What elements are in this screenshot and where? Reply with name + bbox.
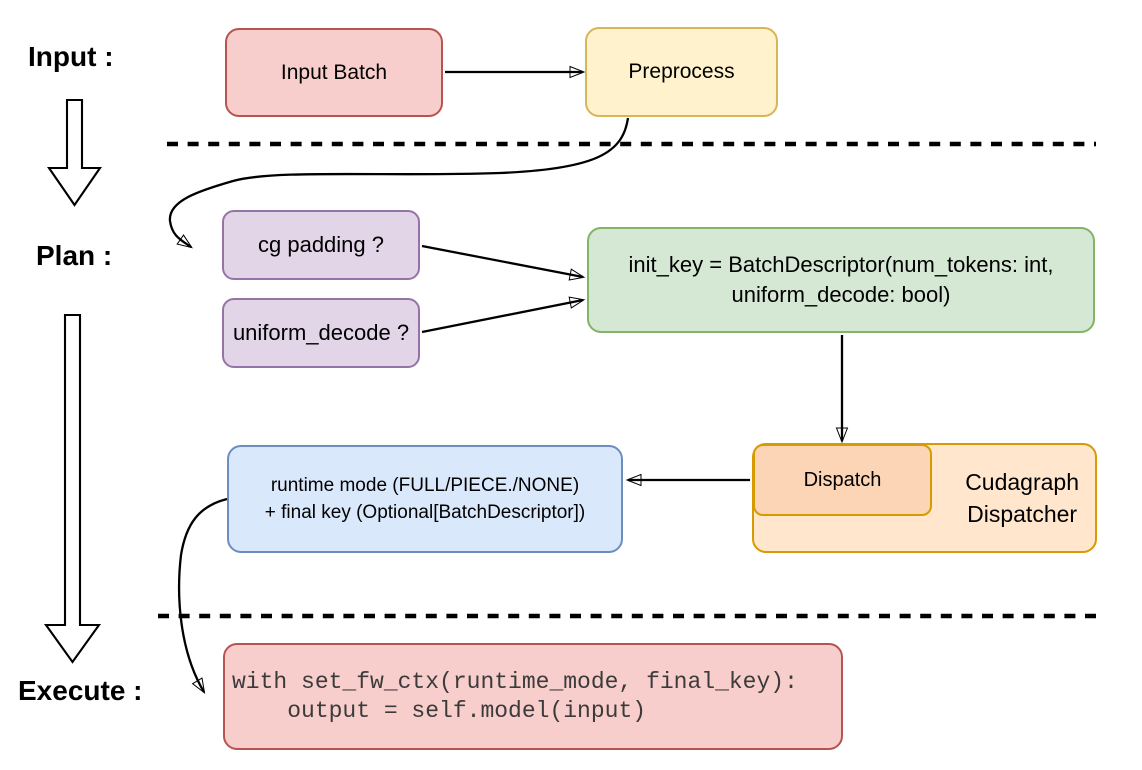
edge-cg-padding-to-init-key: [421, 244, 586, 281]
node-runtime-result: runtime mode (FULL/PIECE./NONE) + final …: [227, 445, 623, 553]
node-uniform-decode: uniform_decode ?: [222, 298, 420, 368]
node-runtime-result-line2: + final key (Optional[BatchDescriptor]): [264, 502, 586, 523]
node-execute-code: with set_fw_ctx(runtime_mode, final_key)…: [223, 643, 843, 750]
node-init-key-line1: init_key = BatchDescriptor(num_tokens: i…: [628, 252, 1054, 277]
stage-label-execute: Execute :: [18, 675, 143, 706]
node-cudagraph-dispatcher-line1: Cudagraph: [965, 469, 1079, 495]
node-uniform-decode-label: uniform_decode ?: [232, 320, 410, 345]
edge-runtime-to-execute-code: [177, 497, 228, 695]
node-init-key: init_key = BatchDescriptor(num_tokens: i…: [587, 227, 1095, 333]
flow-arrow-input-to-plan: [47, 98, 102, 207]
node-preprocess: Preprocess: [585, 27, 778, 117]
node-preprocess-label: Preprocess: [628, 60, 735, 83]
stage-label-input: Input :: [28, 41, 114, 72]
node-init-key-line2: uniform_decode: bool): [731, 282, 951, 307]
node-cg-padding-label: cg padding ?: [258, 232, 384, 257]
node-input-batch: Input Batch: [225, 28, 443, 117]
stage-label-plan: Plan :: [36, 240, 113, 271]
node-dispatch: Dispatch: [753, 444, 932, 516]
node-cg-padding: cg padding ?: [222, 210, 420, 280]
edge-uniform-decode-to-init-key: [421, 296, 586, 334]
execute-code-line2: output = self.model(input): [232, 697, 647, 724]
node-cudagraph-dispatcher-line2: Dispatcher: [967, 501, 1078, 527]
execute-code-line1: with set_fw_ctx(runtime_mode, final_key)…: [232, 668, 798, 695]
node-dispatch-label: Dispatch: [803, 468, 882, 491]
node-runtime-result-line1: runtime mode (FULL/PIECE./NONE): [270, 475, 580, 496]
node-input-batch-label: Input Batch: [280, 60, 388, 84]
flow-arrow-plan-to-execute: [43, 313, 102, 664]
